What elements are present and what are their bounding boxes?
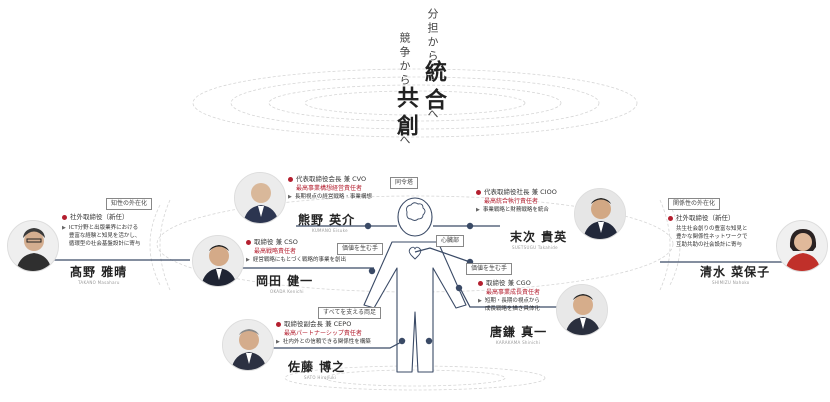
avatar-suetsugu bbox=[574, 188, 626, 240]
accent-dot bbox=[62, 215, 67, 220]
headline-line2-accent: 共創 bbox=[393, 86, 419, 142]
triangle-right-icon: ▶ bbox=[288, 194, 292, 200]
info-suetsugu: 代表取締役社長 兼 CIOO 最高統合執行責任者 ▶事業戦略と財務戦略を統合 bbox=[476, 188, 557, 213]
roman-sato: SATO Hiroyuki bbox=[304, 375, 337, 380]
roman-okada: OKADA Kenichi bbox=[270, 289, 304, 294]
triangle-right-icon: ▶ bbox=[476, 207, 480, 213]
info-okada: 取締役 兼 CSO 最高戦略責任者 ▶経営戦略にもとづく戦略的事業を創出 bbox=[246, 238, 347, 263]
connector-lines bbox=[50, 225, 783, 349]
accent-dot bbox=[668, 216, 673, 221]
accent-dot bbox=[478, 281, 483, 286]
name-kumano: 熊野 英介 bbox=[298, 213, 356, 227]
avatar-okada bbox=[192, 235, 244, 287]
accent-dot bbox=[288, 177, 293, 182]
tag-chisei: 知性の外在化 bbox=[106, 198, 153, 210]
roman-shimizu: SHIMIZU Nahoko bbox=[712, 280, 750, 285]
roman-karakama: KARAKAMA Shinichi bbox=[496, 340, 541, 345]
tag-doshi: 同令塔 bbox=[390, 177, 419, 189]
name-okada: 岡田 健一 bbox=[256, 274, 314, 288]
avatar-sato bbox=[222, 319, 274, 371]
tag-kankei: 関係性の外在化 bbox=[668, 198, 721, 210]
tag-kachi-right: 価値を生む手 bbox=[466, 263, 513, 275]
name-karakama: 唐鎌 真一 bbox=[490, 325, 548, 339]
tag-shinzo: 心臓部 bbox=[436, 235, 465, 247]
tag-kachi-left: 価値を生む手 bbox=[337, 243, 384, 255]
headline-line2-tail: へ bbox=[398, 134, 411, 148]
triangle-right-icon: ▶ bbox=[246, 257, 250, 263]
decor-rings bbox=[149, 68, 681, 391]
human-figure bbox=[363, 197, 467, 373]
avatar-shimizu bbox=[776, 220, 828, 272]
info-shimizu: 社外取締役（新任） 共生社会創りの豊富な知見と豊かな関係性ネットワークで互助共助… bbox=[668, 214, 748, 249]
name-takano: 髙野 雅晴 bbox=[70, 265, 128, 279]
name-suetsugu: 末次 貴英 bbox=[510, 230, 568, 244]
name-shimizu: 清水 菜保子 bbox=[700, 265, 771, 279]
name-sato: 佐藤 博之 bbox=[288, 360, 346, 374]
triangle-right-icon: ▶ bbox=[478, 298, 482, 304]
headline-line2: 競争から bbox=[398, 32, 411, 88]
accent-dot bbox=[476, 190, 481, 195]
info-karakama: 取締役 兼 CGO 最高事業成長責任者 ▶短期・長期の視点から成長戦略を描き具体… bbox=[478, 279, 541, 312]
headline-line1: 分担から bbox=[426, 8, 439, 64]
roman-kumano: KUMANO Eisuke bbox=[312, 228, 348, 233]
avatar-kumano bbox=[234, 172, 286, 224]
avatar-takano bbox=[7, 220, 59, 272]
roman-takano: TAKANO Masaharu bbox=[78, 280, 120, 285]
headline-line1-tail: へ bbox=[426, 108, 439, 122]
accent-dot bbox=[276, 322, 281, 327]
triangle-right-icon: ▶ bbox=[62, 225, 66, 231]
avatar-karakama bbox=[556, 284, 608, 336]
tag-subete: すべてを支える両足 bbox=[318, 307, 382, 319]
info-takano: 社外取締役（新任） ▶ICT分野と出版業界における豊富な経験と知見を活かし、循環… bbox=[62, 213, 141, 247]
headline-line1-accent: 統合 bbox=[421, 60, 447, 116]
info-sato: 取締役副会長 兼 CEPO 最高パートナーシップ責任者 ▶社内外との信頼できる関… bbox=[276, 320, 371, 345]
accent-dot bbox=[246, 240, 251, 245]
info-kumano: 代表取締役会長 兼 CVO 最高事業構想経営責任者 ▶長期視点の経営戦略・事業構… bbox=[288, 175, 372, 200]
roman-suetsugu: SUETSUGU Takahide bbox=[512, 245, 558, 250]
triangle-right-icon: ▶ bbox=[276, 339, 280, 345]
